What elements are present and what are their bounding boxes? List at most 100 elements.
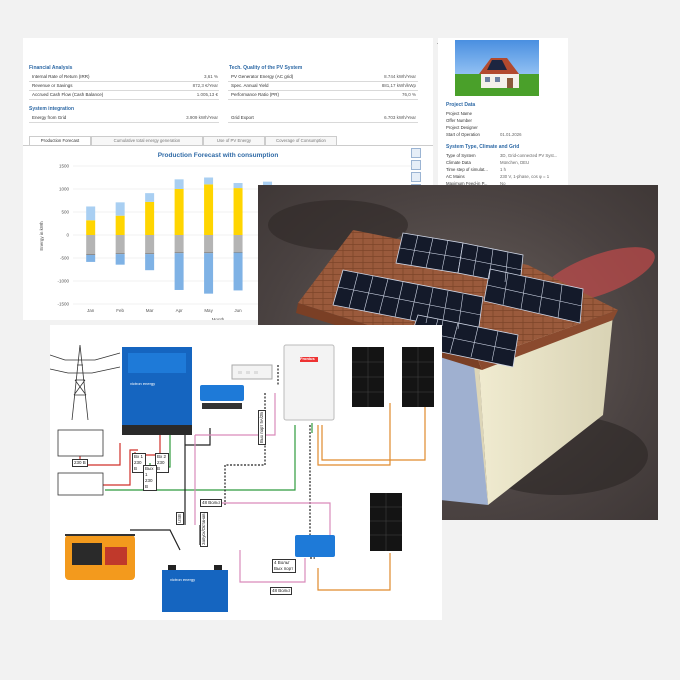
bar-energy-fro bbox=[145, 254, 155, 271]
climate-value: München, DEU bbox=[500, 160, 530, 165]
v230-label: 230 В bbox=[72, 459, 88, 467]
project-title: Project Data bbox=[446, 102, 476, 108]
bar-appliances bbox=[174, 235, 184, 253]
yield-label: Spec. Annual Yield bbox=[231, 83, 269, 88]
solar-panel-1 bbox=[352, 347, 384, 407]
bar-pv-generator-energy-ac-grid- bbox=[145, 201, 155, 235]
tab-use-pv[interactable]: Use of PV Energy bbox=[203, 136, 265, 145]
bar-appliances bbox=[204, 235, 214, 253]
irr-value: 3,61 % bbox=[203, 74, 218, 79]
wiring-lines bbox=[50, 344, 434, 612]
revenue-label: Revenue or Savings bbox=[32, 83, 73, 88]
irr-label: Internal Rate of Return (IRR) bbox=[32, 74, 90, 79]
bar-grid-export bbox=[174, 179, 184, 189]
pv48-label: 4 Вольт Вых порт bbox=[272, 559, 296, 573]
pr-value: 76,0 % bbox=[401, 92, 416, 97]
breaker-box-2 bbox=[57, 472, 104, 496]
x-tick-label: Feb bbox=[116, 308, 124, 313]
ac-mains-value: 230 V, 1-phase, cos φ = 1 bbox=[500, 174, 550, 179]
bat48a-label: 48 Вольт bbox=[200, 499, 223, 507]
tech-title: Tech. Quality of the PV System bbox=[229, 65, 303, 71]
bar-pv-generator-energy-ac-grid- bbox=[233, 188, 243, 235]
system-type-value: 3D, Grid-connected PV Syst... bbox=[500, 153, 558, 158]
bar-grid-export bbox=[233, 183, 243, 189]
rele2-label: Вх 2 230 В bbox=[155, 453, 169, 473]
bar-standby-consumption-inverter- bbox=[174, 252, 184, 254]
chart-tool-refresh-icon[interactable] bbox=[411, 172, 421, 182]
tab-production-forecast[interactable]: Production Forecast bbox=[29, 136, 91, 145]
usb-label: USB bbox=[176, 512, 184, 525]
integration-title: System integration bbox=[29, 106, 75, 112]
y-tick-label: -1500 bbox=[57, 302, 69, 307]
house-preview bbox=[455, 40, 539, 96]
offer-number-label: Offer Number bbox=[446, 118, 472, 123]
feedin-label: Maximum Feed-in P... bbox=[446, 181, 488, 186]
fronius-inverter bbox=[283, 344, 335, 421]
bar-grid-export bbox=[145, 193, 155, 202]
y-tick-label: 1000 bbox=[59, 187, 70, 192]
breaker-box-1 bbox=[57, 429, 104, 457]
feedin-value: No bbox=[500, 181, 506, 186]
bar-standby-consumption-inverter- bbox=[145, 253, 155, 255]
bar-grid-export bbox=[115, 202, 125, 216]
chart-tool-table-icon[interactable] bbox=[411, 148, 421, 158]
bar-appliances bbox=[145, 235, 155, 254]
tab-coverage[interactable]: Coverage of Consumption bbox=[265, 136, 337, 145]
pv-energy-label: PV Generator Energy (AC grid) bbox=[231, 74, 294, 79]
x-axis-label: Month bbox=[212, 317, 225, 320]
y-axis-label: Energy in kWh bbox=[39, 221, 44, 251]
bar-grid-export bbox=[86, 206, 96, 221]
system-title: System Type, Climate and Grid bbox=[446, 144, 520, 150]
timestep-value: 1 h bbox=[500, 167, 506, 172]
y-tick-label: 1500 bbox=[59, 164, 70, 169]
grid-export-value: 6.703 kWh/Year bbox=[384, 115, 416, 120]
victron-controller bbox=[200, 385, 244, 401]
bar-energy-fro bbox=[233, 252, 243, 291]
rele1-label: Вх 1 230 В bbox=[132, 453, 146, 473]
victron-brand: victron energy bbox=[130, 381, 156, 386]
x-tick-label: Jun bbox=[234, 308, 242, 313]
fronius-brand: Fronius bbox=[300, 356, 315, 361]
yield-value: 881,17 kWh/kWp bbox=[381, 83, 416, 88]
mppt-controller bbox=[295, 535, 335, 557]
battery bbox=[162, 570, 228, 612]
bar-appliances bbox=[115, 235, 125, 254]
pr-label: Performance Ratio (PR) bbox=[231, 92, 280, 97]
project-panel: Project Data Project Name Offer Number P… bbox=[438, 38, 568, 198]
x-tick-label: Mar bbox=[146, 308, 154, 313]
x-tick-label: Jan bbox=[87, 308, 95, 313]
bar-pv-generator-energy-ac-grid- bbox=[204, 184, 214, 235]
solar-panel-2 bbox=[402, 347, 434, 407]
wiring-diagram: 230 В Вх 1 230 В Вх 2 230 В Вых 1 230 В … bbox=[50, 325, 442, 620]
bar-pv-generator-energy-ac-grid- bbox=[86, 220, 96, 235]
bar-standby-consumption-inverter- bbox=[204, 252, 214, 254]
mppt-port-label: Вых порт 5А/2Б bbox=[258, 409, 266, 445]
power-pylon-icon bbox=[50, 344, 121, 421]
router-device bbox=[231, 364, 273, 380]
zap-label: Запуск/Останов bbox=[200, 511, 208, 547]
chart-title: Production Forecast with consumption bbox=[158, 152, 279, 159]
vyh1-label: Вых 1 230 В bbox=[143, 465, 157, 491]
x-tick-label: Apr bbox=[176, 308, 184, 313]
battery-brand: victron energy bbox=[170, 577, 196, 582]
generator bbox=[65, 534, 135, 580]
bar-energy-fro bbox=[174, 253, 184, 290]
start-value: 01.01.2026 bbox=[500, 132, 522, 137]
solar-panel-3 bbox=[370, 493, 402, 551]
cashflow-value: 1.005,13 € bbox=[196, 92, 218, 97]
cashflow-label: Accrued Cash Flow (Cash Balance) bbox=[32, 92, 104, 97]
x-tick-label: May bbox=[204, 308, 213, 313]
bat48b-label: 48 Вольт bbox=[270, 587, 293, 595]
climate-label: Climate Data bbox=[446, 160, 471, 165]
revenue-value: 872,3 €/Year bbox=[192, 83, 218, 88]
y-tick-label: -500 bbox=[60, 256, 70, 261]
bar-standby-consumption-inverter- bbox=[86, 254, 96, 256]
y-tick-label: -1000 bbox=[57, 279, 69, 284]
report-window: Financial Analysis Internal Rate of Retu… bbox=[23, 38, 433, 320]
grid-export-label: Grid Export bbox=[231, 115, 254, 120]
bar-energy-fro bbox=[115, 254, 125, 265]
tab-cumulative[interactable]: Cumulative total energy generation bbox=[91, 136, 203, 145]
pv-energy-value: 8.744 kWh/Year bbox=[384, 74, 416, 79]
chart-tool-bar-icon[interactable] bbox=[411, 160, 421, 170]
bar-energy-fro bbox=[204, 253, 214, 294]
